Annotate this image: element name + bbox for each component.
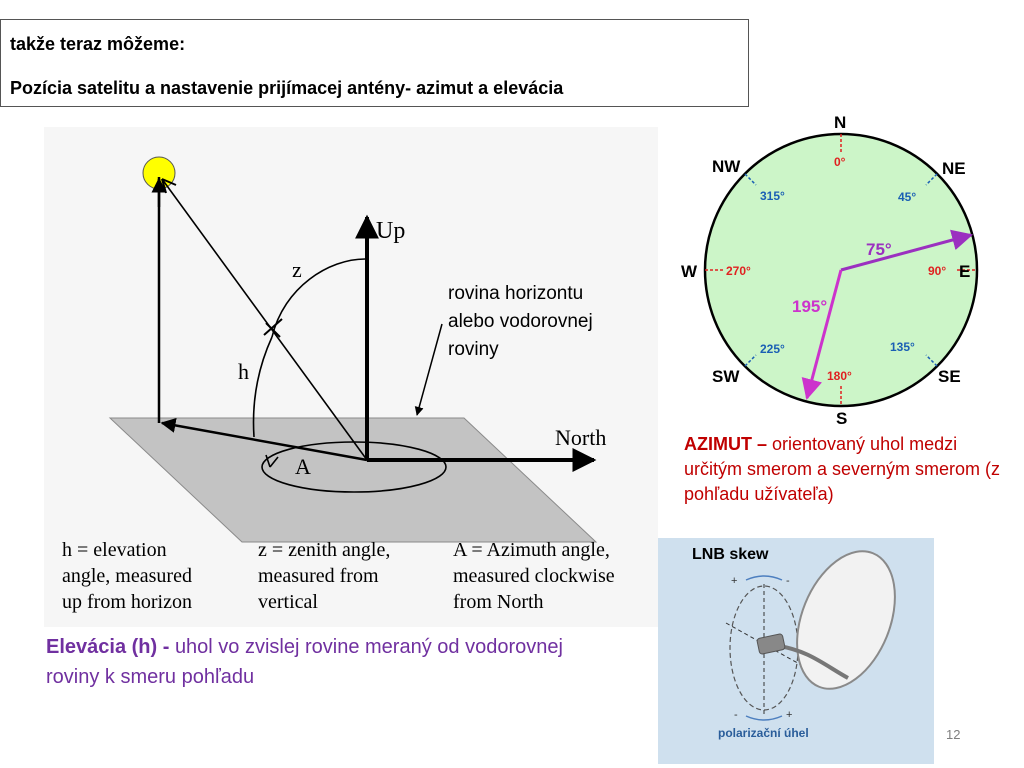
dir-w: W	[681, 262, 698, 281]
slide-number: 12	[946, 727, 961, 742]
intro-line: takže teraz môžeme:	[10, 34, 186, 54]
lnb-arm	[777, 644, 849, 680]
plus-top: +	[731, 575, 737, 587]
azimuth-compass: N NE E SE S SW W NW 0° 90° 180° 270° 45°…	[676, 110, 980, 430]
bearing-195-line	[801, 269, 843, 401]
bearing-75-label: 75°	[866, 240, 892, 259]
lnb-skew-panel: LNB skew + - - + polarizační úhel	[658, 538, 934, 764]
compass-drawing: N NE E SE S SW W NW 0° 90° 180° 270° 45°…	[681, 113, 979, 428]
deg-180: 180°	[827, 369, 852, 383]
zenith-arc	[271, 258, 366, 338]
bearing-195-label: 195°	[792, 297, 827, 316]
legend-z: z = zenith angle, measured from vertical	[258, 539, 391, 613]
dir-nw: NW	[712, 157, 741, 176]
azimuth-description: orientovaný uhol medzi určitým smerom a …	[684, 434, 1001, 504]
deg-90: 90°	[928, 264, 946, 278]
horizon-plane	[108, 417, 598, 543]
azimuth-term: AZIMUT –	[684, 434, 772, 454]
deg-315: 315°	[760, 189, 785, 203]
dir-s: S	[836, 409, 847, 428]
elevation-definition: Elevácia (h) - uhol vo zvislej rovine me…	[46, 632, 566, 692]
deg-225: 225°	[760, 342, 785, 356]
dir-n: N	[834, 113, 846, 132]
dish-reflector	[796, 550, 896, 690]
bearing-75-line	[840, 229, 974, 272]
lnb-skew-title: LNB skew	[692, 546, 769, 563]
a-label: A	[295, 454, 311, 479]
slide-title: Pozícia satelitu a nastavenie prijímacej…	[10, 78, 564, 98]
lnb-caption: polarizační úhel	[718, 726, 809, 740]
azimuth-definition: AZIMUT – orientovaný uhol medzi určitým …	[684, 432, 1014, 507]
north-label: North	[555, 425, 606, 450]
legend-h: h = elevation angle, measured up from ho…	[62, 539, 192, 613]
elevation-description: uhol vo zvislej rovine meraný od vodorov…	[46, 636, 563, 688]
diagram-drawing: Up North z h A	[108, 156, 606, 543]
projection-line	[160, 418, 368, 462]
elevation-arc	[252, 336, 273, 438]
title-box: takže teraz môžeme: Pozícia satelitu a n…	[0, 19, 749, 107]
elevation-azimuth-diagram: Up North z h A h = elevation angle, meas…	[44, 127, 658, 627]
sight-line	[161, 178, 368, 461]
arc-tick	[263, 318, 283, 338]
deg-270: 270°	[726, 264, 751, 278]
deg-135: 135°	[890, 340, 915, 354]
dir-ne: NE	[942, 159, 966, 178]
azimuth-arrow	[265, 454, 279, 468]
rotation-arrow-top	[745, 575, 783, 581]
rotation-arrow-bottom	[745, 715, 783, 721]
plane-pointer	[414, 323, 443, 416]
up-label: Up	[376, 218, 405, 244]
plus-bottom: +	[786, 709, 792, 721]
z-label: z	[292, 257, 302, 282]
horizon-plane-note: rovina horizontu alebo vodorovnej roviny	[448, 283, 593, 360]
lnb-body	[756, 633, 786, 655]
elevation-term: Elevácia (h) -	[46, 636, 175, 658]
azimuth-arc	[261, 441, 447, 493]
deg-0: 0°	[834, 155, 846, 169]
dir-se: SE	[938, 367, 961, 386]
dir-e: E	[959, 262, 970, 281]
deg-45: 45°	[898, 190, 916, 204]
minus-bottom: -	[734, 709, 738, 721]
legend-a: A = Azimuth angle, measured clockwise fr…	[453, 539, 615, 613]
h-label: h	[238, 359, 249, 384]
lnb-drawing: + - - +	[725, 550, 896, 721]
sight-arrowhead	[161, 178, 177, 194]
dir-sw: SW	[712, 367, 740, 386]
minus-top: -	[786, 575, 790, 587]
